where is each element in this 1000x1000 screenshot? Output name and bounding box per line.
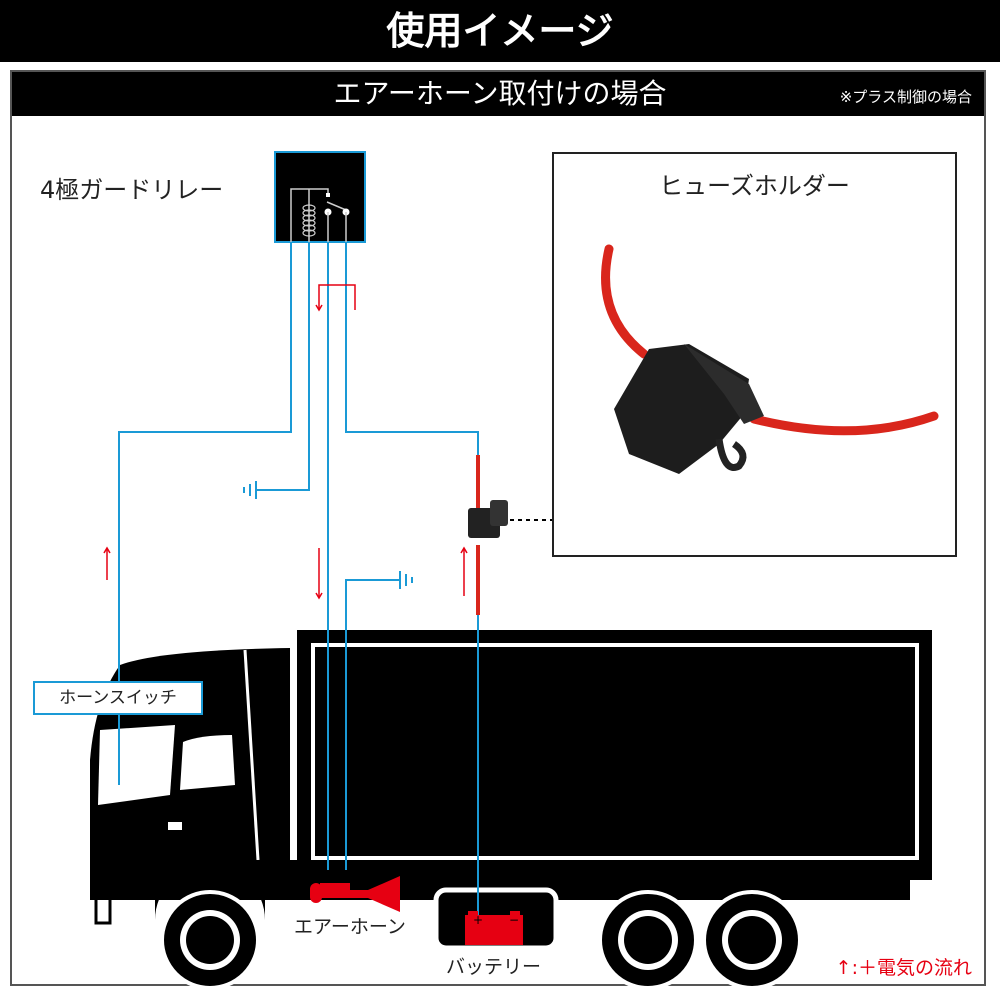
battery-label: バッテリー — [446, 956, 542, 978]
legend-arrow-icon: ↑ — [835, 957, 852, 979]
ground-icon — [243, 481, 257, 499]
battery-minus: − — [509, 913, 519, 927]
ground-icon — [399, 571, 413, 589]
fuse-holder-photo — [601, 244, 939, 474]
section-title: エアーホーン取付けの場合 — [333, 77, 667, 110]
legend-text: :＋電気の流れ — [851, 957, 972, 979]
legend: ↑:＋電気の流れ — [836, 953, 972, 980]
air-horn-label: エアーホーン — [294, 916, 406, 938]
battery-plus: + — [473, 913, 483, 927]
page-title: 使用イメージ — [0, 0, 1000, 62]
section-bar — [12, 72, 984, 116]
battery-icon — [465, 911, 523, 945]
inline-fuse-icon — [468, 455, 508, 615]
section-note: ※プラス制御の場合 — [839, 88, 972, 106]
fuse-holder-title: ヒューズホルダー — [659, 172, 850, 200]
truck-illustration — [90, 630, 932, 990]
wires — [118, 242, 479, 918]
air-horn-icon — [310, 876, 400, 912]
fuse-holder-panel: ヒューズホルダー — [552, 152, 957, 557]
current-arrows — [103, 284, 468, 600]
relay-label: 4極ガードリレー — [40, 176, 224, 204]
diagram-frame — [10, 70, 986, 986]
horn-switch-label: ホーンスイッチ — [33, 681, 203, 715]
relay-icon — [274, 151, 366, 243]
